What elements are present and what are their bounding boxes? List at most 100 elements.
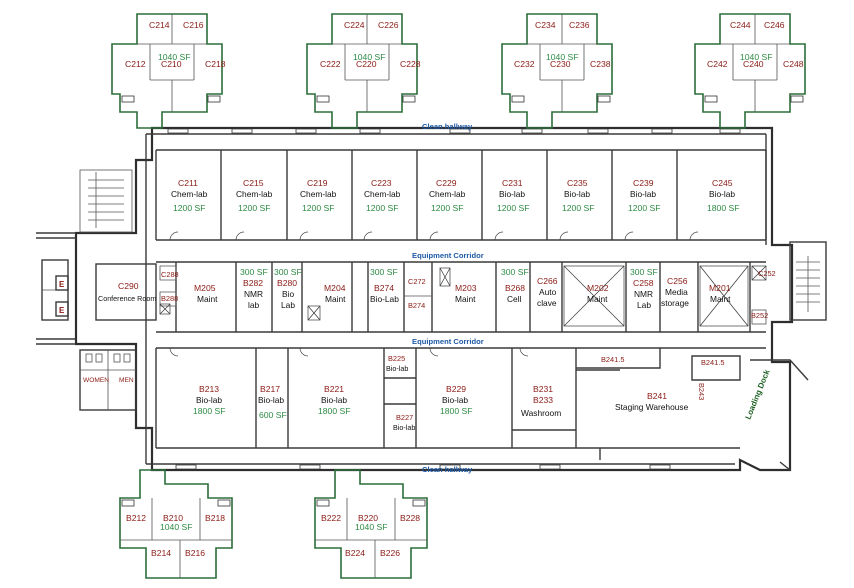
area-label: 1200 SF — [431, 203, 464, 213]
room-label: C266 — [537, 276, 558, 286]
room-use: Maint — [197, 294, 218, 304]
room-use: Bio-lab — [630, 189, 656, 199]
room-label: B228 — [400, 513, 420, 523]
room-label: B241.5 — [701, 358, 724, 367]
pods-bottom — [119, 469, 428, 579]
room-label: B220 — [358, 513, 378, 523]
upper-lab-labels: C211 Chem-lab 1200 SF C215 Chem-lab 1200… — [171, 178, 740, 213]
room-use: Chem-lab — [364, 189, 401, 199]
room-use: Washroom — [521, 408, 561, 418]
pod-labels-top: C214 C216 C212 C210 C218 1040 SF C224 C2… — [125, 20, 804, 69]
room-label: B243 — [697, 383, 706, 400]
area-label: 300 SF — [630, 267, 658, 277]
room-use: Bio-Lab — [370, 294, 399, 304]
room-label: C248 — [783, 59, 804, 69]
room-label: M203 — [455, 283, 477, 293]
restrooms — [79, 349, 137, 411]
room-label: M205 — [194, 283, 216, 293]
pods-top — [111, 13, 806, 129]
room-label: C215 — [243, 178, 264, 188]
room-use: Bio-lab — [258, 395, 284, 405]
area-label: 1040 SF — [355, 522, 388, 532]
upper-lab-walls — [155, 128, 767, 241]
room-use: Staging Warehouse — [615, 402, 689, 412]
room-use: Cell — [507, 294, 522, 304]
room-label: C220 — [356, 59, 377, 69]
room-label: C242 — [707, 59, 728, 69]
area-label: 300 SF — [370, 267, 398, 277]
room-label: C234 — [535, 20, 556, 30]
room-label: B217 — [260, 384, 280, 394]
pod-b210 — [119, 469, 233, 579]
area-label: 1040 SF — [353, 52, 386, 62]
area-label: 1800 SF — [440, 406, 473, 416]
room-label: C290 — [118, 281, 139, 291]
room-label: C210 — [161, 59, 182, 69]
room-use: Lab — [281, 300, 295, 310]
room-label: C240 — [743, 59, 764, 69]
pod-c210 — [111, 13, 223, 129]
room-label: B241 — [647, 391, 667, 401]
room-label: M202 — [587, 283, 609, 293]
room-label: C238 — [590, 59, 611, 69]
room-label: C229 — [436, 178, 457, 188]
room-label: B225 — [388, 354, 405, 363]
room-label: C230 — [550, 59, 571, 69]
pod-b220 — [314, 469, 428, 579]
room-use: Chem-lab — [236, 189, 273, 199]
room-label: C272 — [408, 277, 426, 286]
room-label: C212 — [125, 59, 146, 69]
room-label: C228 — [400, 59, 421, 69]
room-label: C239 — [633, 178, 654, 188]
room-label: B288 — [161, 294, 178, 303]
pod-labels-bottom: B212 B210 B218 1040 SF B214 B216 B222 B2… — [126, 513, 420, 558]
room-label: M204 — [324, 283, 346, 293]
area-label: 1040 SF — [740, 52, 773, 62]
room-label: B282 — [243, 278, 263, 288]
elevator-label: E — [59, 280, 65, 289]
room-use: Bio-lab — [386, 364, 408, 373]
room-label: C235 — [567, 178, 588, 188]
lower-labels: B213 Bio-lab 1800 SF B217 Bio-lab 600 SF… — [193, 354, 724, 432]
womens-restroom-label: WOMEN — [83, 377, 109, 384]
room-use: storage — [661, 298, 689, 308]
pod-c240 — [694, 13, 806, 129]
room-use: Maint — [455, 294, 476, 304]
room-label: M201 — [709, 283, 731, 293]
room-use: Auto — [539, 287, 557, 297]
room-label: C218 — [205, 59, 226, 69]
area-label: 1800 SF — [318, 406, 351, 416]
room-label: B274 — [374, 283, 394, 293]
area-label: 300 SF — [501, 267, 529, 277]
room-label: C219 — [307, 178, 328, 188]
area-label: 1200 SF — [497, 203, 530, 213]
room-use: Bio-lab — [564, 189, 590, 199]
room-label: C226 — [378, 20, 399, 30]
room-label: C252 — [758, 269, 776, 278]
area-label: 300 SF — [274, 267, 302, 277]
room-use: Bio — [282, 289, 294, 299]
room-use: Maint — [587, 294, 608, 304]
room-use: clave — [537, 298, 557, 308]
room-use: Maint — [710, 294, 731, 304]
room-label: B233 — [533, 395, 553, 405]
room-label: B231 — [533, 384, 553, 394]
middle-band-walls — [95, 262, 767, 332]
room-label: B216 — [185, 548, 205, 558]
room-label: B252 — [751, 311, 768, 320]
room-use: Chem-lab — [171, 189, 208, 199]
room-label: C222 — [320, 59, 341, 69]
room-label: B268 — [505, 283, 525, 293]
room-label: C223 — [371, 178, 392, 188]
room-use: lab — [248, 300, 260, 310]
room-label: B218 — [205, 513, 225, 523]
room-label: B280 — [277, 278, 297, 288]
room-label: C256 — [667, 276, 688, 286]
area-label: 1200 SF — [628, 203, 661, 213]
room-use: Maint — [325, 294, 346, 304]
room-label: C216 — [183, 20, 204, 30]
clean-hallway-bottom-label: Clean hallway — [422, 465, 473, 474]
room-label: C245 — [712, 178, 733, 188]
loading-dock-label: Loading Dock — [744, 368, 772, 421]
